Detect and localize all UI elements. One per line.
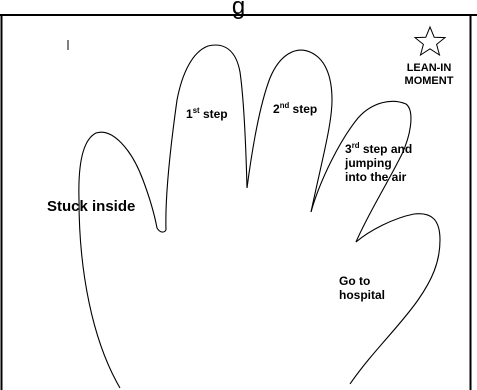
lean-in-moment-label: LEAN-IN MOMENT (399, 62, 459, 87)
step-2-number: 2 (273, 102, 280, 116)
go-to-hospital-label: Go to hospital (339, 275, 385, 303)
step-3-number: 3 (345, 142, 352, 156)
step-3-line-3: into the air (345, 171, 412, 185)
lean-in-line: LEAN-IN (399, 62, 459, 75)
step-1-ordinal: st (193, 106, 200, 115)
step-3-ordinal: rd (352, 141, 360, 150)
step-2-word: step (289, 102, 317, 116)
step-3-word: step and (360, 142, 413, 156)
step-3-line-1: 3rd step and (345, 143, 412, 157)
step-2-ordinal: nd (280, 101, 290, 110)
step-1-number: 1 (186, 107, 193, 121)
step-1-word: step (200, 107, 228, 121)
thumb-outline (79, 132, 166, 388)
star-icon (415, 27, 445, 55)
step-2-label: 2nd step (273, 103, 317, 117)
moment-line: MOMENT (399, 75, 459, 88)
step-1-label: 1st step (186, 108, 228, 122)
hospital-line: hospital (339, 289, 385, 303)
stuck-inside-label: Stuck inside (47, 198, 135, 215)
go-to-line: Go to (339, 275, 385, 289)
step-3-line-2: jumping (345, 157, 412, 171)
step-3-label: 3rd step and jumping into the air (345, 143, 412, 184)
index-finger-outline (166, 45, 247, 230)
